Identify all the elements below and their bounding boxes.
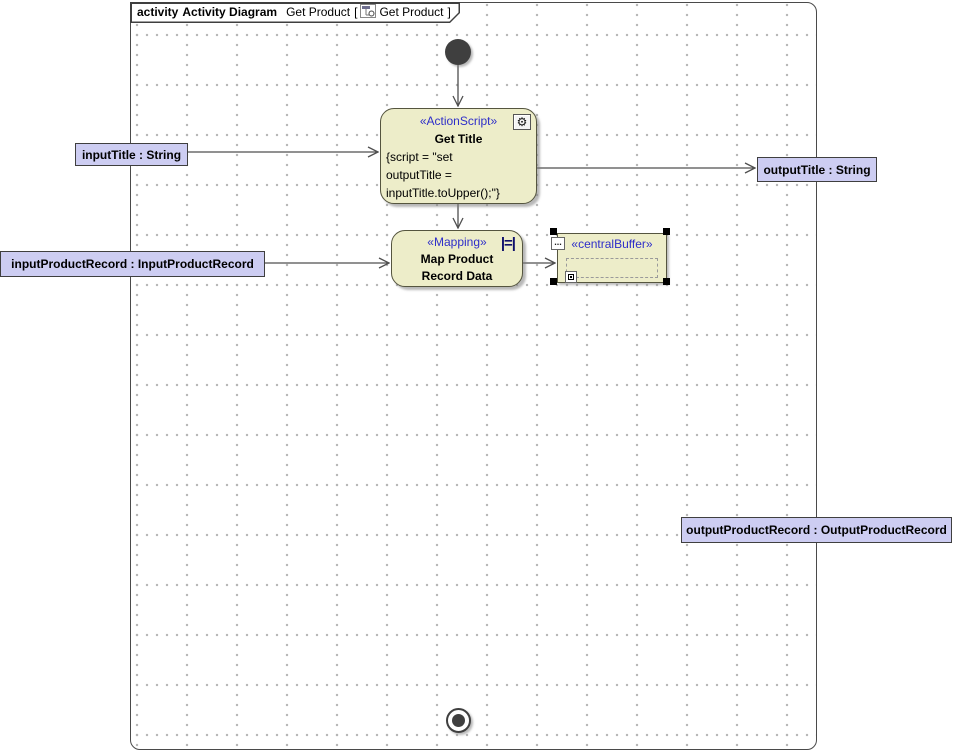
smart-manipulator-dots-icon[interactable]: ... (551, 237, 565, 250)
frame-header-fill (132, 4, 459, 22)
diagram-frame-header[interactable]: activity Activity Diagram Get Product [ … (130, 2, 460, 23)
pin-icon-dot (570, 276, 572, 278)
central-buffer-stereotype: «centralBuffer» (571, 237, 653, 251)
gear-icon[interactable]: ⚙ (513, 114, 531, 130)
frame-context-name: Get Product (379, 4, 444, 19)
activity-final-node[interactable] (446, 708, 471, 733)
get-title-name: Get Title (434, 132, 483, 146)
frame-close-bracket: ] (447, 4, 451, 19)
get-title-script: {script = "set outputTitle = inputTitle.… (381, 148, 536, 202)
selection-handle-bottom-right[interactable] (663, 278, 670, 285)
parameter-input-title[interactable]: inputTitle : String (75, 143, 188, 166)
selection-handle-bottom-left[interactable] (550, 278, 557, 285)
parameter-output-product-record[interactable]: outputProductRecord : OutputProductRecor… (681, 517, 952, 543)
selection-handle-top-left[interactable] (550, 228, 557, 235)
smart-manipulator-pin-icon[interactable] (565, 271, 577, 283)
initial-node[interactable] (445, 39, 471, 65)
frame-diagram-name: Get Product (286, 4, 351, 19)
mapping-icon: |=| (500, 235, 516, 252)
selection-handle-top-right[interactable] (663, 228, 670, 235)
script-line-3: inputTitle.toUpper();"} (386, 186, 500, 200)
get-title-stereotype: «ActionScript» (419, 114, 498, 128)
parameter-input-product-record[interactable]: inputProductRecord : InputProductRecord (0, 251, 265, 277)
central-buffer-compartment (566, 258, 658, 278)
map-product-name-line2: Record Data (421, 269, 493, 283)
script-line-1: {script = "set (386, 150, 453, 164)
frame-open-bracket: [ (354, 4, 358, 19)
parameter-output-title[interactable]: outputTitle : String (757, 157, 877, 182)
frame-kind-keyword: activity (137, 4, 179, 19)
frame-diagram-type: Activity Diagram (182, 4, 278, 19)
map-product-stereotype: «Mapping» (427, 235, 487, 249)
pin-icon-frame (568, 274, 574, 280)
script-line-2: outputTitle = (386, 168, 452, 182)
activity-final-core (452, 714, 465, 727)
frame-header-text: activity Activity Diagram Get Product [ … (130, 2, 460, 23)
action-get-title[interactable]: «ActionScript» Get Title {script = "set … (380, 108, 537, 204)
action-map-product-record-data[interactable]: «Mapping» Map Product Record Data |=| (391, 230, 523, 287)
activity-diagram-icon (360, 4, 377, 21)
map-product-name-line1: Map Product (420, 252, 494, 266)
